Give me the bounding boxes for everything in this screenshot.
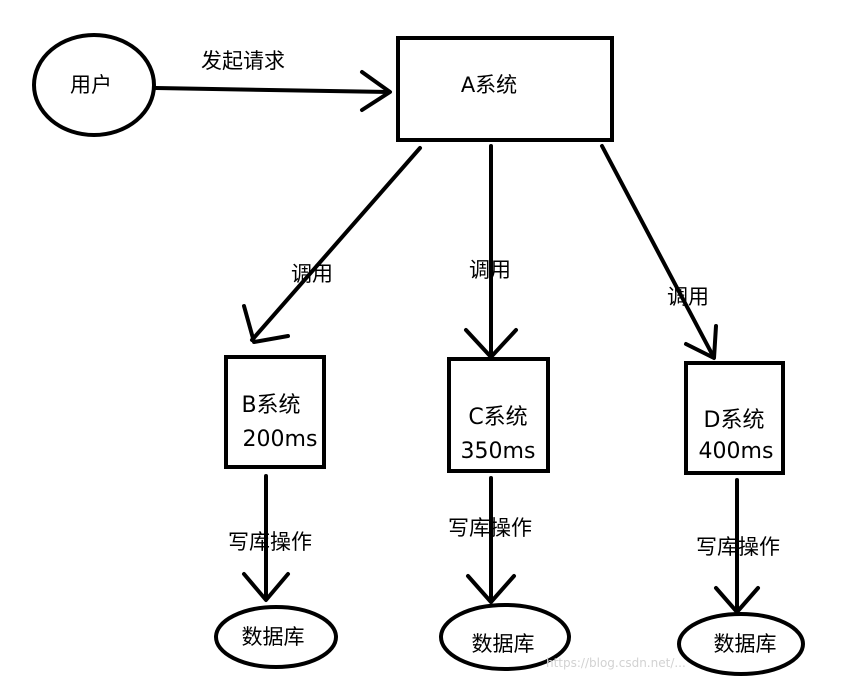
user-label: 用户 bbox=[70, 73, 112, 97]
edge-write-d-arrowhead bbox=[714, 586, 760, 614]
db-b-node: 数据库 bbox=[214, 605, 338, 669]
system-a-node: A系统 bbox=[396, 36, 614, 142]
edge-call-d: 调用 bbox=[600, 144, 718, 360]
edge-write-b-arrowhead bbox=[242, 572, 290, 602]
edge-request-line bbox=[154, 86, 390, 94]
system-a-label: A系统 bbox=[461, 73, 517, 97]
system-c-node: C系统 350ms bbox=[447, 357, 550, 473]
edge-call-b-label: 调用 bbox=[291, 262, 333, 286]
edge-call-b-arrowhead bbox=[242, 304, 290, 344]
db-d-ellipse bbox=[677, 612, 805, 676]
edge-request-arrowhead bbox=[360, 70, 392, 112]
edge-write-b: 写库操作 bbox=[228, 474, 312, 602]
db-b-label: 数据库 bbox=[242, 625, 305, 649]
edge-write-c-label: 写库操作 bbox=[448, 516, 532, 540]
edge-call-c-label: 调用 bbox=[469, 258, 511, 282]
system-b-node: B系统 200ms bbox=[224, 355, 326, 469]
edge-call-d-line bbox=[600, 144, 714, 356]
system-d-node: D系统 400ms bbox=[684, 361, 785, 475]
system-c-latency: 350ms bbox=[461, 439, 536, 464]
system-c-box bbox=[447, 357, 550, 473]
system-a-box bbox=[396, 36, 614, 142]
edge-call-b-line bbox=[250, 146, 422, 342]
edge-write-b-label: 写库操作 bbox=[228, 530, 312, 554]
edge-write-c: 写库操作 bbox=[448, 476, 532, 604]
db-c-node: 数据库 bbox=[439, 603, 571, 671]
system-d-latency: 400ms bbox=[699, 439, 774, 464]
system-b-label: B系统 bbox=[241, 393, 300, 418]
edge-write-c-arrowhead bbox=[466, 574, 516, 604]
db-d-label: 数据库 bbox=[714, 632, 777, 656]
edge-call-b: 调用 bbox=[242, 146, 422, 344]
system-c-label: C系统 bbox=[468, 405, 527, 430]
system-b-latency: 200ms bbox=[243, 427, 318, 452]
db-d-node: 数据库 bbox=[677, 612, 805, 676]
edge-request-label: 发起请求 bbox=[201, 49, 285, 73]
edge-write-d: 写库操作 bbox=[696, 478, 780, 614]
edge-request: 发起请求 bbox=[154, 49, 392, 112]
watermark-text: https://blog.csdn.net/... bbox=[546, 656, 686, 670]
edge-call-d-label: 调用 bbox=[667, 285, 709, 309]
db-c-label: 数据库 bbox=[472, 632, 535, 656]
user-node: 用户 bbox=[32, 33, 156, 137]
edge-call-d-arrowhead bbox=[684, 324, 718, 360]
system-d-label: D系统 bbox=[704, 408, 765, 433]
system-b-box bbox=[224, 355, 326, 469]
db-c-ellipse bbox=[439, 603, 571, 671]
user-ellipse bbox=[32, 33, 156, 137]
db-b-ellipse bbox=[214, 605, 338, 669]
edge-write-d-label: 写库操作 bbox=[696, 535, 780, 559]
system-d-box bbox=[684, 361, 785, 475]
edge-call-c: 调用 bbox=[464, 144, 518, 359]
